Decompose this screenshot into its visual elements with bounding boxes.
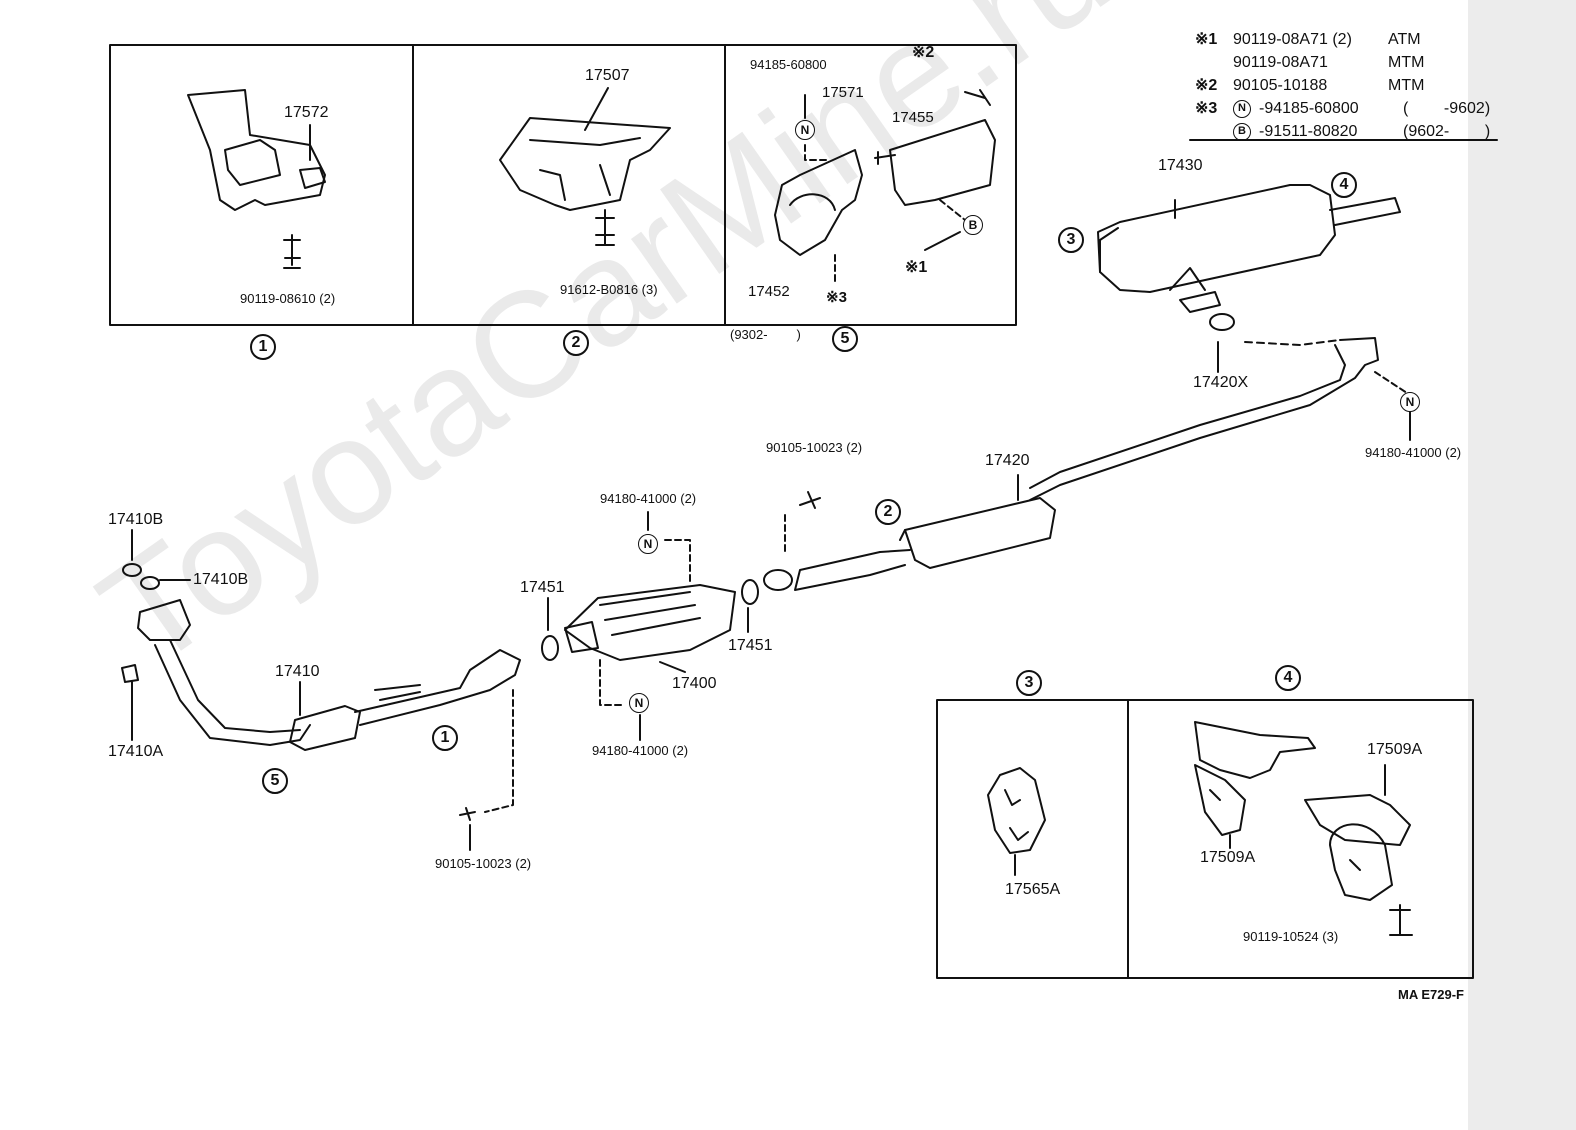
legend-row: 90119-08A71 MTM <box>1195 51 1490 74</box>
legend-mark: ※2 <box>1195 77 1218 94</box>
panel-box-1-2-5 <box>109 44 1017 326</box>
legend-use: ATM <box>1388 31 1421 48</box>
legend: ※1 90119-08A71 (2) ATM 90119-08A71 MTM ※… <box>1195 28 1490 143</box>
nut-label-rear: 94180-41000 (2) <box>1365 445 1462 460</box>
note-mark-2: ※2 <box>912 44 935 61</box>
panel-number-5: 5 <box>832 326 858 352</box>
callout-1: 1 <box>432 725 458 751</box>
part-label-17410B-2: 17410B <box>193 571 249 588</box>
panel-number-2: 2 <box>563 330 589 356</box>
part-label-17451-right: 17451 <box>728 637 773 654</box>
callout-2: 2 <box>875 499 901 525</box>
mount-17509A-drawing-2 <box>1304 764 1413 936</box>
panel-number-1: 1 <box>250 334 276 360</box>
legend-range: (9602- ) <box>1403 123 1491 140</box>
part-label-17572: 17572 <box>284 104 329 121</box>
note-mark-3: ※3 <box>826 289 847 306</box>
mount-17509A-drawing-1 <box>1194 721 1316 849</box>
n-badge-icon: N <box>629 693 649 713</box>
legend-part: -91511-80820 <box>1259 123 1358 140</box>
nut-label-cat-top: 94180-41000 (2) <box>600 491 697 506</box>
bolt-label-p2: 91612-B0816 (3) <box>560 282 658 297</box>
part-label-17509A-right: 17509A <box>1367 741 1423 758</box>
part-label-94185-60800: 94185-60800 <box>750 57 827 72</box>
legend-part: 90119-08A71 <box>1233 54 1328 71</box>
n-badge-icon: N <box>795 120 815 140</box>
n-badge-icon: N <box>1233 99 1251 118</box>
part-label-17420X: 17420X <box>1193 374 1249 391</box>
drawing-code: MA E729-F <box>1398 987 1464 1002</box>
part-label-17509A-left: 17509A <box>1200 849 1256 866</box>
center-pipe-drawing <box>763 474 1056 591</box>
legend-row: ※2 90105-10188 MTM <box>1195 74 1490 97</box>
clamp-assembly-drawing <box>774 89 996 286</box>
bolt-label-p4: 90119-10524 (3) <box>1243 929 1339 944</box>
legend-part: 90105-10188 <box>1233 77 1328 94</box>
bolt-label-bottom: 90105-10023 (2) <box>435 856 532 871</box>
note-mark-1: ※1 <box>905 259 928 276</box>
legend-mark: ※3 <box>1195 100 1218 117</box>
page-margin-strip <box>1468 0 1576 1130</box>
callout-3: 3 <box>1058 227 1084 253</box>
legend-row: B -91511-80820 (9602- ) <box>1195 120 1490 143</box>
legend-row: ※3 N -94185-60800 ( -9602) <box>1195 97 1490 120</box>
part-label-17430: 17430 <box>1158 157 1203 174</box>
part-label-17571: 17571 <box>822 84 864 101</box>
panel-number-4: 4 <box>1275 665 1301 691</box>
bolt-label-top: 90105-10023 (2) <box>766 440 863 455</box>
tailpipe-drawing <box>1029 337 1411 501</box>
legend-mark <box>1195 51 1233 74</box>
mount-17507-drawing <box>499 87 671 246</box>
part-label-17410A: 17410A <box>108 743 164 760</box>
n-badge-icon: N <box>638 534 658 554</box>
part-label-17420: 17420 <box>985 452 1030 469</box>
nut-label-cat-bottom: 94180-41000 (2) <box>592 743 689 758</box>
callout-5: 5 <box>262 768 288 794</box>
legend-part: 90119-08A71 (2) <box>1233 31 1352 48</box>
part-label-17565A: 17565A <box>1005 881 1061 898</box>
legend-part: -94185-60800 <box>1259 100 1359 117</box>
panel-number-3: 3 <box>1016 670 1042 696</box>
panel-box-3-4 <box>936 699 1474 979</box>
part-label-17452: 17452 <box>748 283 790 300</box>
part-label-17451-left: 17451 <box>520 579 565 596</box>
legend-range: ( -9602) <box>1403 100 1491 117</box>
front-pipe-drawing <box>121 529 521 851</box>
b-badge-icon: B <box>963 215 983 235</box>
rubber-hanger-17565A-drawing <box>987 767 1046 876</box>
date-range-p5: (9302- ) <box>730 327 801 342</box>
callout-4: 4 <box>1331 172 1357 198</box>
part-label-17400: 17400 <box>672 675 717 692</box>
catalytic-converter-drawing <box>541 511 759 741</box>
legend-mark <box>1195 120 1233 143</box>
part-label-17410B-1: 17410B <box>108 511 164 528</box>
b-badge-icon: B <box>1233 122 1251 141</box>
bracket-17572-drawing <box>187 89 326 269</box>
legend-use: MTM <box>1388 54 1425 71</box>
bolt-label-p1: 90119-08610 (2) <box>240 291 336 306</box>
n-badge-icon: N <box>1400 392 1420 412</box>
legend-use: MTM <box>1388 77 1425 94</box>
muffler-drawing <box>1097 184 1401 331</box>
part-label-17455: 17455 <box>892 109 934 126</box>
part-label-17410: 17410 <box>275 663 320 680</box>
legend-mark: ※1 <box>1195 31 1218 48</box>
legend-row: ※1 90119-08A71 (2) ATM <box>1195 28 1490 51</box>
part-label-17507: 17507 <box>585 67 630 84</box>
